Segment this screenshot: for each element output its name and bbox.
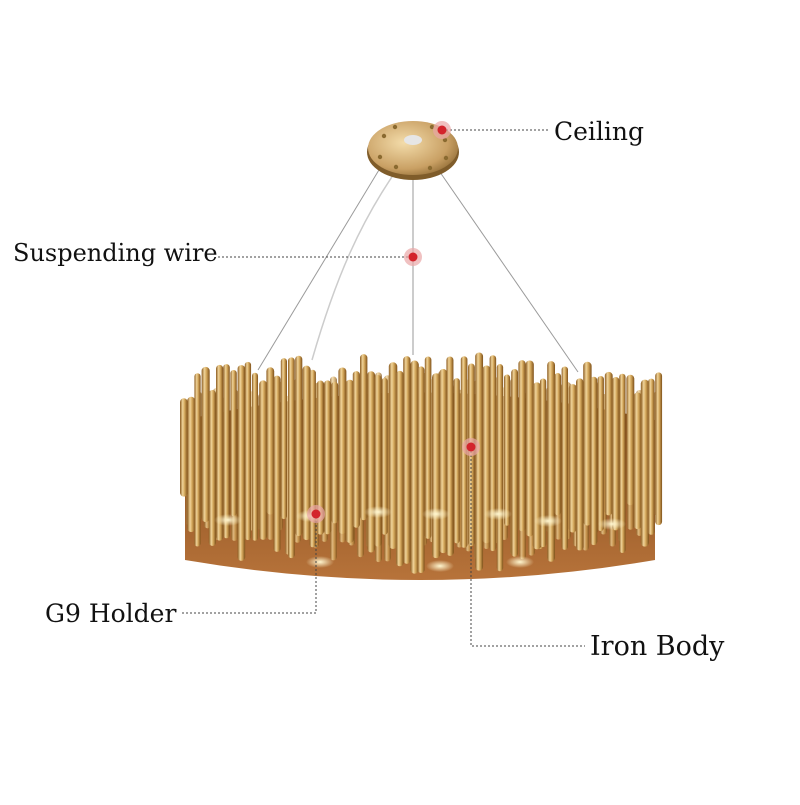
bulb-glow [426,560,454,572]
tube-front [432,373,441,559]
tube-front [612,376,620,531]
tube-front [597,376,604,532]
tube-front [417,366,425,574]
tube-front [360,354,368,521]
callout-ceiling: Ceiling [554,117,645,146]
tube-front [230,369,237,516]
tube-front [367,371,376,553]
bulb-glows [214,506,626,572]
tube-front [619,373,626,553]
tube-front [403,356,411,564]
bulb-glow [534,515,562,527]
tube-front [576,378,584,551]
tube-front [237,365,246,561]
tube-front [280,358,288,520]
tube-front [511,368,519,557]
tube-front [446,356,454,556]
tube-front [331,381,339,524]
tube-front [309,369,316,548]
tube-front [223,364,230,539]
tube-front [504,374,511,526]
marker-g9 [307,505,325,523]
tube-front [489,355,497,552]
tube-front [439,369,448,554]
tube-front [424,356,432,539]
wire-left [257,159,386,371]
marker-wire [404,248,422,266]
tube-front [561,366,568,550]
tube-front [345,379,355,544]
tube-front [655,372,663,526]
tube-front [626,374,635,506]
tube-front [568,384,577,533]
leader-g9 [182,515,317,614]
tube-front [547,361,556,562]
tube-front [259,380,268,540]
bulb-glow [506,556,534,568]
tube-front [252,372,259,541]
tube-front [583,361,592,526]
iron-body-shade [180,352,663,580]
suspension-wires [257,157,579,373]
tube-front [266,367,275,515]
tube-front [525,360,534,537]
gold-tubes [180,352,663,574]
bulb-glow [484,508,512,520]
tube-front [496,364,504,572]
tube-front [273,375,281,552]
power-cord [311,157,406,361]
tube-front [540,378,547,548]
tube-front [244,361,252,541]
tube-front [352,371,360,528]
tube-front [216,364,224,541]
marker-ceiling [433,121,451,139]
tube-front [475,352,484,571]
tube-front [648,378,655,535]
callout-g9-holder: G9 Holder [45,599,177,628]
tube-front [410,360,419,574]
tube-front [180,398,188,497]
bulb-glow [422,508,450,520]
tube-front [302,365,311,541]
tube-front [396,370,404,567]
bulb-glow [306,556,334,568]
leader-lines [182,129,585,647]
tube-front [633,392,642,530]
tube-front [201,366,210,523]
tube-front [453,378,460,544]
marker-iron-body [462,438,480,456]
wire-right [432,161,579,373]
tube-front [208,389,217,546]
tube-front [554,372,562,516]
tube-front [518,360,526,532]
tube-front [338,367,347,534]
tube-front [187,396,196,533]
callout-markers [307,121,480,523]
tube-front [288,357,295,559]
tube-front [194,373,201,547]
tube-front [324,380,332,535]
tube-front [388,362,398,549]
bulb-glow [364,506,392,518]
tube-front [381,377,388,535]
bulb-glow [598,518,626,530]
bulb-glow [214,514,242,526]
tube-front [316,380,325,535]
callout-suspending-wire: Suspending wire [13,239,218,267]
tube-front [295,355,303,537]
tube-front [590,376,598,546]
tube-front [604,371,613,516]
tube-front [374,374,382,547]
tube-front [532,382,542,550]
callout-iron-body: Iron Body [590,631,725,662]
tube-front [482,365,491,544]
tube-front [640,379,650,547]
